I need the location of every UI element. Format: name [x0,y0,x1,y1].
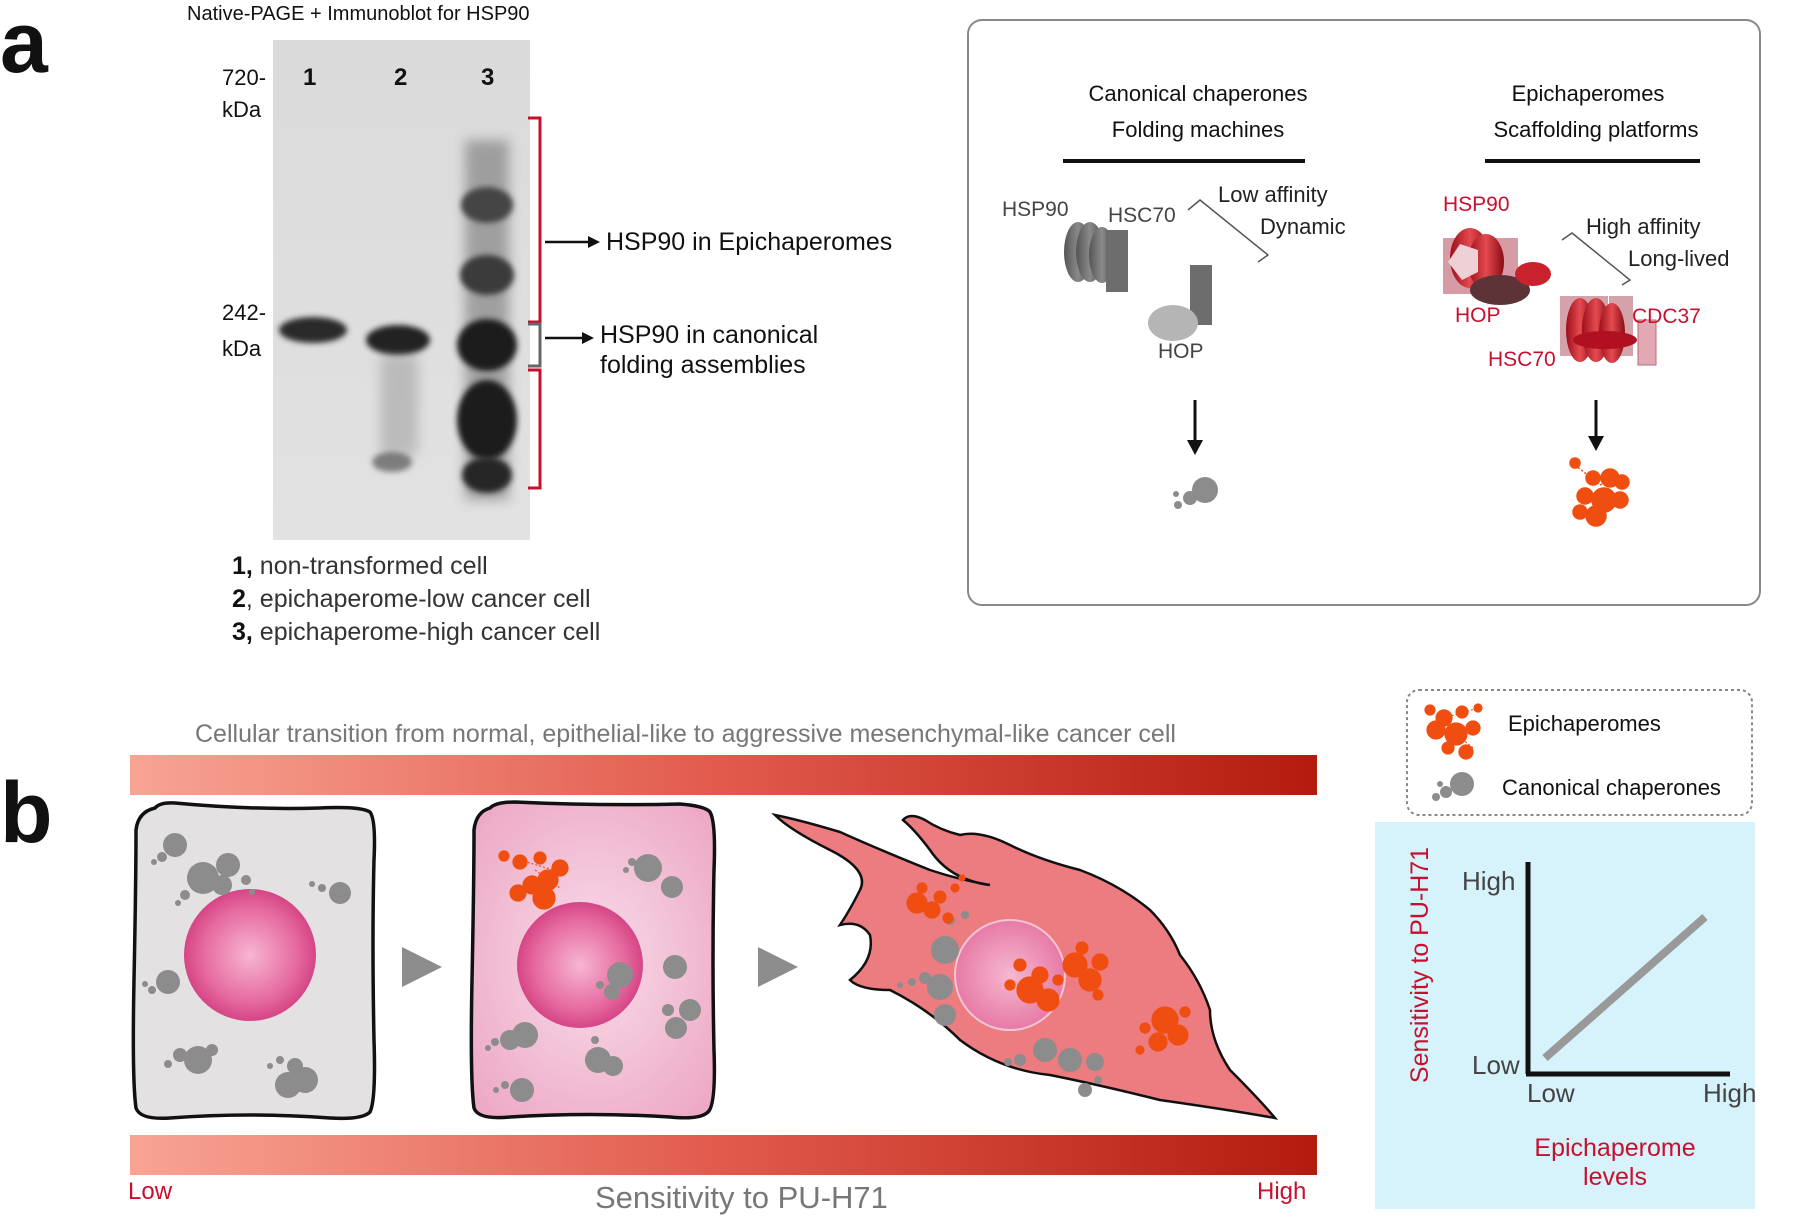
sensitivity-high-label: High [1257,1178,1307,1205]
marker-720: 720- [222,65,267,90]
marker-242: 242- [222,300,267,325]
transition-gradient-bar [130,755,1317,795]
sensitivity-gradient-bar [130,1135,1317,1175]
arrow-down-epichaperome-icon [1588,436,1604,451]
panel-letter-a: a [0,0,48,91]
canonical-chaperones-cell-1 [142,833,351,1098]
band-lane-2 [366,325,430,355]
western-blot [273,40,600,540]
smear-lane-3 [457,140,517,500]
epichaperome-prop-affinity: High affinity [1586,214,1701,239]
cell-mesenchymal [771,812,1279,1120]
arrow-epi-icon [588,236,600,248]
epichaperomes-cell-2 [498,850,569,910]
sensitivity-graph-panel [1375,822,1755,1209]
arrow-down-canonical-icon [1187,440,1203,455]
canonical-hsp90-label: HSP90 [1002,198,1069,221]
canonical-hop-label: HOP [1158,340,1204,363]
legend-epichaperome-icon [1424,703,1483,760]
bracket-lower [528,368,542,490]
lane-label-2: 2 [394,64,408,91]
epichaperome-hsc70-label: HSC70 [1488,348,1556,371]
bracket-epichaperome [528,116,542,324]
graph-trend-line [1542,913,1708,1062]
blot-title: Native-PAGE + Immunoblot for HSP90 [187,3,530,25]
graph-x-axis-label-1: Epichaperome [1534,1134,1696,1162]
lane-label-1: 1 [303,64,317,91]
arrow-canonical-icon [582,332,594,344]
band-lane-1 [279,317,347,343]
marker-242-unit: kDa [222,336,262,361]
graph-x-axis-label-2: levels [1583,1163,1647,1191]
sensitivity-low-label: Low [128,1178,173,1205]
legend-epichaperomes-label: Epichaperomes [1508,711,1661,736]
canonical-title-1: Canonical chaperones [1088,81,1308,106]
blot-legend-item-2: 2, epichaperome-low cancer cell [232,585,591,613]
marker-720-unit: kDa [222,97,262,122]
legend-canonical-icon [1432,772,1474,801]
sensitivity-caption: Sensitivity to PU-H71 [595,1180,888,1215]
cell-normal [131,801,377,1121]
epichaperome-title-2: Scaffolding platforms [1493,117,1699,142]
legend-canonical-label: Canonical chaperones [1502,775,1721,800]
cell-epichaperome-low [469,800,717,1120]
callout-canonical-line-1: HSP90 in canonical [600,321,819,349]
graph-x-low: Low [1527,1078,1575,1108]
transition-arrow-2-icon [758,947,798,987]
blot-legend-item-3: 3, epichaperome-high cancer cell [232,618,601,646]
epichaperome-hsp90-label: HSP90 [1443,193,1510,216]
canonical-prop-dynamic: Dynamic [1260,214,1346,239]
epichaperome-cdc37-label: CDC37 [1632,305,1701,328]
lane-label-3: 3 [481,64,495,91]
canonical-title-2: Folding machines [1111,117,1285,142]
transition-arrow-1-icon [402,947,442,987]
epichaperome-complex-illustration [1443,228,1657,527]
canonical-hsc70-label: HSC70 [1108,204,1176,227]
canonical-prop-affinity: Low affinity [1218,182,1328,207]
graph-y-high: High [1462,866,1516,896]
graph-y-axis-label: Sensitivity to PU-H71 [1406,846,1434,1084]
graph-y-low: Low [1472,1050,1520,1080]
panel-letter-b: b [0,765,53,861]
legend-box [1406,689,1753,816]
epichaperomes-cell-3 [906,874,1191,1055]
blot-legend-item-1: 1, non-transformed cell [232,552,488,580]
epichaperome-prop-longlived: Long-lived [1628,246,1730,271]
bracket-canonical [528,322,542,368]
graph-x-high: High [1703,1078,1757,1108]
epichaperome-hop-label: HOP [1455,304,1501,327]
canonical-complex-illustration [1064,199,1270,509]
callout-canonical-line-2: folding assemblies [600,351,806,379]
chaperone-comparison-box [967,19,1761,606]
callout-epichaperomes: HSP90 in Epichaperomes [606,228,893,256]
epichaperome-title-1: Epichaperomes [1511,81,1665,106]
canonical-chaperones-cell-2 [485,854,701,1102]
transition-caption: Cellular transition from normal, epithel… [195,720,1176,748]
canonical-chaperones-cell-3 [897,911,1104,1097]
